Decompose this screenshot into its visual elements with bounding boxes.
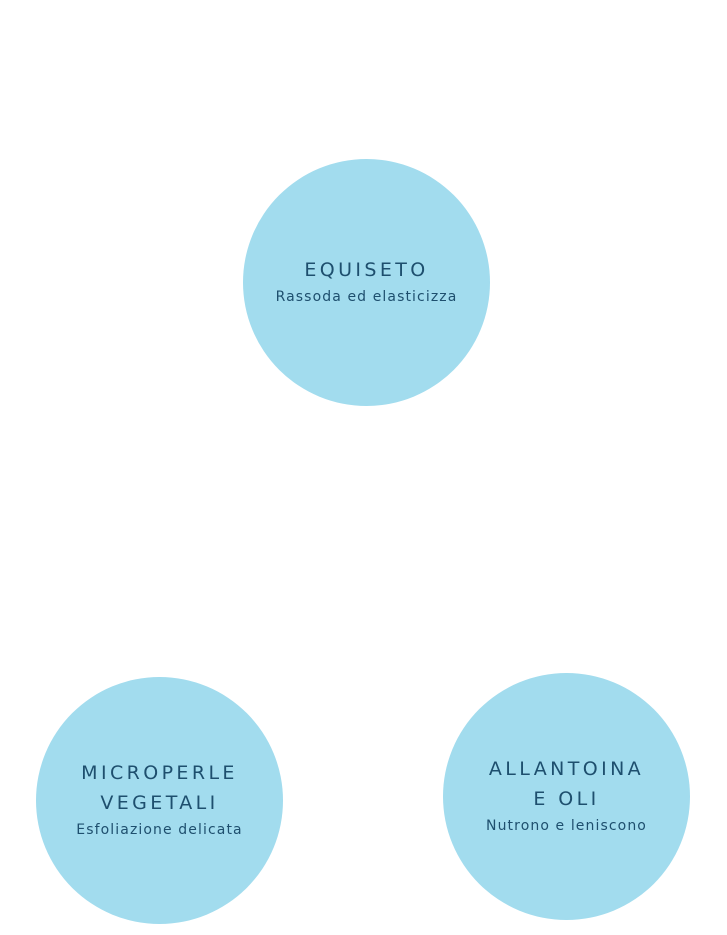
ingredient-title: MICROPERLE VEGETALI	[81, 761, 238, 814]
ingredient-subtitle: Nutrono e leniscono	[486, 817, 647, 834]
ingredient-subtitle: Esfoliazione delicata	[76, 821, 243, 838]
ingredient-circle-allantoina: ALLANTOINA E OLI Nutrono e leniscono	[443, 673, 690, 920]
ingredient-subtitle: Rassoda ed elasticizza	[275, 288, 458, 305]
ingredient-title: ALLANTOINA E OLI	[488, 757, 645, 810]
ingredient-circle-microperle: MICROPERLE VEGETALI Esfoliazione delicat…	[36, 677, 283, 924]
ingredient-title: EQUISETO	[304, 258, 429, 281]
ingredient-circle-equiseto: EQUISETO Rassoda ed elasticizza	[243, 159, 490, 406]
